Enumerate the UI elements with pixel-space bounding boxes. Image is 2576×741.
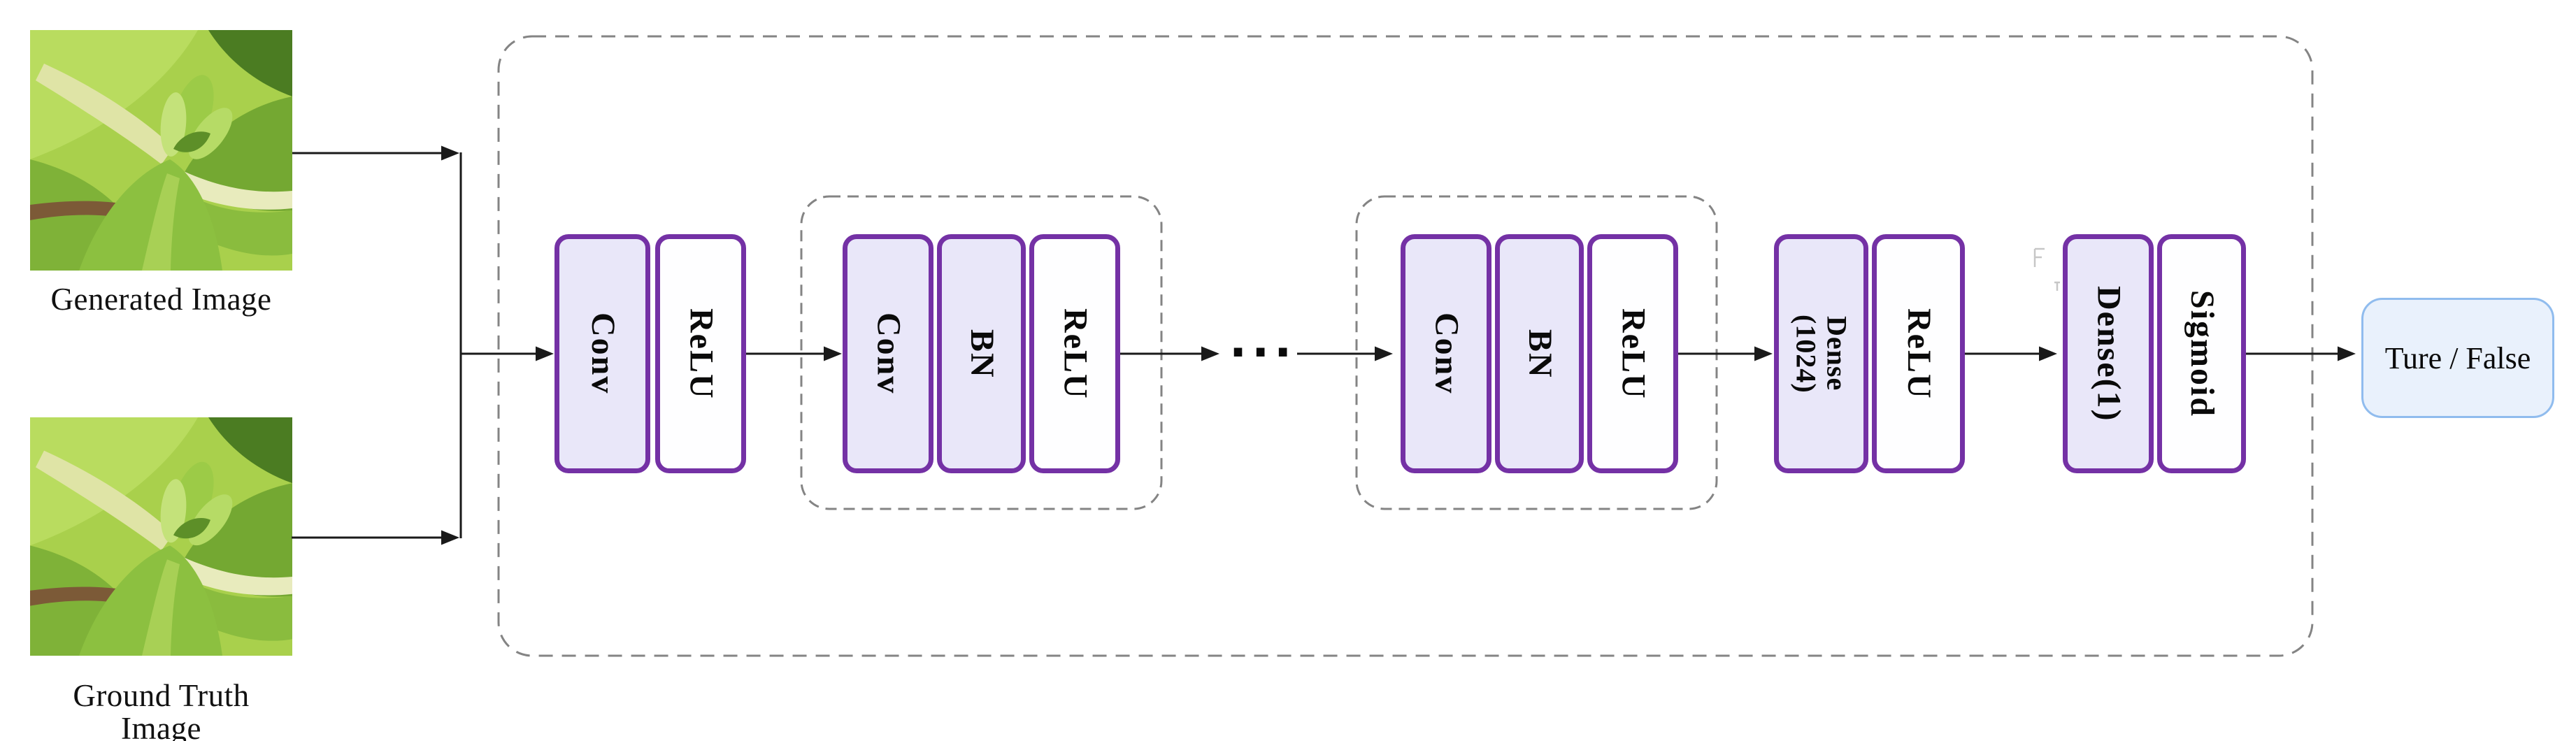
conv2-label: Conv: [870, 312, 908, 395]
ellipsis-dots: ...: [1229, 314, 1297, 368]
dense1024-label: Dense (1024): [1790, 314, 1853, 394]
arrowhead-into-group2: [1375, 346, 1393, 361]
bn2-label: BN: [1521, 329, 1559, 379]
arrowhead-into-dots: [1201, 346, 1219, 361]
conv1-label: Conv: [584, 312, 622, 395]
generated-image-label: Generated Image: [50, 282, 272, 317]
arrowhead-into-dense1: [2039, 346, 2057, 361]
arrowhead-into-dense1024: [1754, 346, 1773, 361]
relu3-block: ReLU: [1587, 234, 1678, 473]
output-result-box: Ture / False: [2361, 298, 2554, 418]
bn1-label: BN: [963, 329, 1001, 379]
output-result-label: Ture / False: [2384, 340, 2531, 375]
conv2-block: Conv: [843, 234, 933, 473]
smudge-artifact: [2033, 247, 2060, 291]
arrowhead-into-output: [2338, 346, 2356, 361]
relu4-block: ReLU: [1872, 234, 1965, 473]
arrowhead-into-conv1: [536, 346, 554, 361]
arrowhead-into-group1: [824, 346, 842, 361]
bn1-block: BN: [937, 234, 1026, 473]
arrowhead-ground-truth-merge: [441, 530, 459, 545]
relu1-block: ReLU: [655, 234, 746, 473]
dense1-label: Dense(1): [2090, 285, 2128, 422]
relu4-label: ReLU: [1900, 308, 1938, 400]
sigmoid-block: Sigmoid: [2157, 234, 2246, 473]
outer-dashed-box: [497, 35, 2314, 657]
relu2-label: ReLU: [1057, 308, 1094, 400]
dense1024-block: Dense (1024): [1774, 234, 1868, 473]
relu2-block: ReLU: [1029, 234, 1120, 473]
relu1-label: ReLU: [682, 308, 720, 400]
bn2-block: BN: [1495, 234, 1584, 473]
ground-truth-image-label: Ground Truth Image: [73, 678, 250, 741]
conv3-label: Conv: [1428, 312, 1466, 395]
arrowhead-generated-merge: [441, 145, 459, 161]
conv3-block: Conv: [1401, 234, 1491, 473]
relu3-label: ReLU: [1615, 308, 1652, 400]
conv1-block: Conv: [554, 234, 650, 473]
sigmoid-label: Sigmoid: [2183, 289, 2221, 418]
dense1-block: Dense(1): [2063, 234, 2154, 473]
